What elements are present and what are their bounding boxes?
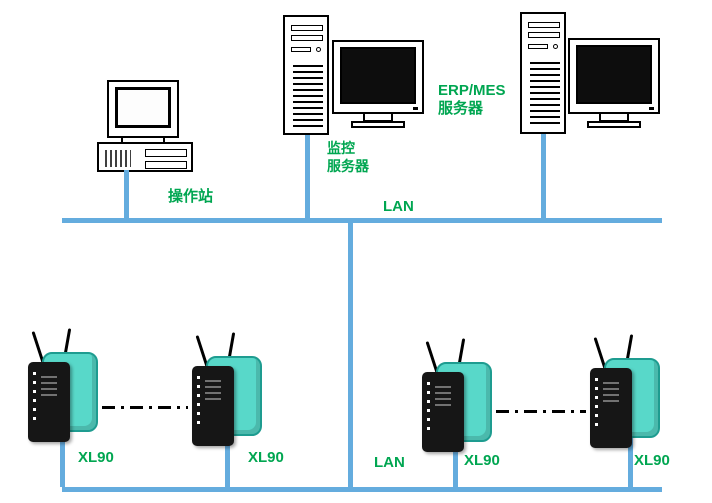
connector-monitoring-server-lan	[305, 135, 310, 223]
monitoring-server-label-line2: 服务器	[327, 158, 369, 174]
xl90-label-4: XL90	[634, 452, 670, 469]
floppy-slot	[145, 161, 187, 169]
erp-server-label-line2: 服务器	[438, 100, 484, 117]
workstation-monitor	[107, 80, 179, 138]
xl90-device-4	[588, 334, 680, 450]
connector-workstation-lan	[124, 170, 129, 223]
server-monitor	[332, 40, 424, 114]
drive-bay	[291, 47, 311, 52]
lan-bottom-label: LAN	[374, 454, 405, 471]
connector-xl90-1-lan	[60, 432, 65, 487]
erp-server-label-line1: ERP/MES	[438, 82, 506, 99]
device-label-plate	[435, 386, 451, 410]
radio-unit	[590, 368, 632, 448]
connector-xl90-2-lan	[225, 436, 230, 487]
wireless-link-line-1	[102, 406, 188, 409]
server-monitor	[568, 38, 660, 114]
drive-bay	[291, 35, 323, 41]
monitor-base	[351, 121, 405, 128]
device-label-plate	[603, 382, 619, 406]
lan-top-label: LAN	[383, 198, 414, 215]
drive-bay	[528, 44, 548, 49]
workstation-label: 操作站	[168, 188, 214, 205]
connector-xl90-4-lan	[628, 436, 633, 487]
server-screen	[340, 47, 416, 104]
led-indicators-icon	[33, 372, 36, 420]
power-button-icon	[316, 47, 321, 52]
server-screen	[576, 45, 652, 104]
speaker-grill-icon	[105, 150, 131, 167]
radio-unit	[422, 372, 464, 452]
lan-top-line	[62, 218, 662, 223]
drive-bay	[291, 25, 323, 31]
server-tower	[520, 12, 566, 134]
workstation-screen	[115, 87, 171, 128]
power-button-icon	[553, 44, 558, 49]
lan-bottom-line	[62, 487, 662, 492]
drive-bay	[528, 22, 560, 28]
server-tower	[283, 15, 329, 135]
connector-xl90-3-lan	[453, 440, 458, 487]
power-led-icon	[649, 107, 654, 110]
led-indicators-icon	[595, 378, 598, 426]
vent-grill-icon	[293, 65, 323, 127]
xl90-label-3: XL90	[464, 452, 500, 469]
monitoring-server-label-line1: 监控	[327, 140, 355, 156]
xl90-label-1: XL90	[78, 449, 114, 466]
power-led-icon	[413, 107, 418, 110]
vent-grill-icon	[530, 62, 560, 126]
xl90-label-2: XL90	[248, 449, 284, 466]
wireless-link-line-2	[496, 410, 586, 413]
xl90-device-3	[420, 338, 512, 454]
device-label-plate	[205, 380, 221, 404]
xl90-device-1	[26, 328, 118, 444]
radio-unit	[28, 362, 70, 442]
led-indicators-icon	[197, 376, 200, 424]
connector-lan-backbone	[348, 223, 353, 489]
xl90-device-2	[190, 332, 282, 448]
led-indicators-icon	[427, 382, 430, 430]
workstation-case	[97, 142, 193, 172]
radio-unit	[192, 366, 234, 446]
drive-bay	[528, 32, 560, 38]
connector-erp-server-lan	[541, 134, 546, 223]
monitor-base	[587, 121, 641, 128]
floppy-slot	[145, 149, 187, 157]
device-label-plate	[41, 376, 57, 400]
